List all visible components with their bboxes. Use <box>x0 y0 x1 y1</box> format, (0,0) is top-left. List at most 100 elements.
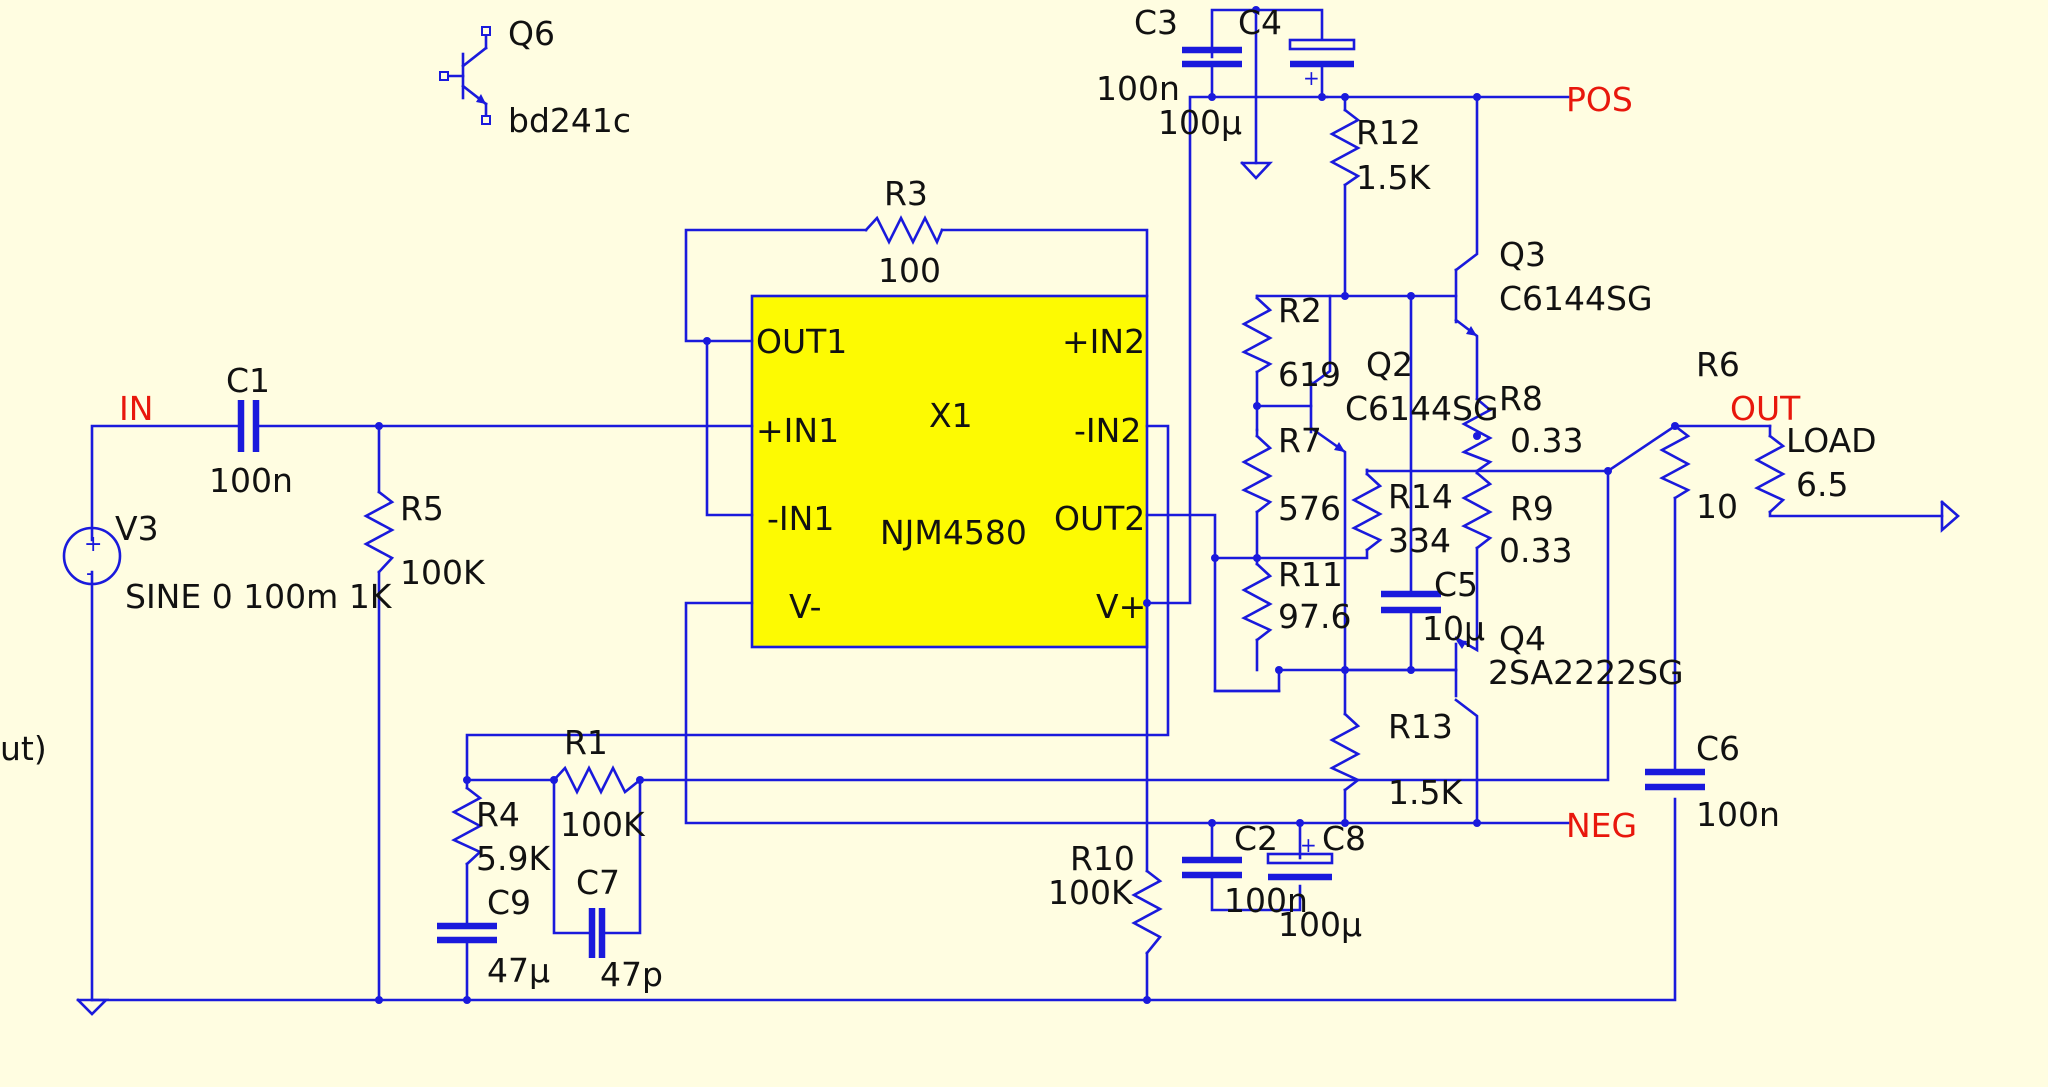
resistor-r2[interactable] <box>1241 296 1273 374</box>
label-c6-value: 100n <box>1696 795 1780 834</box>
ground-symbol-left <box>76 998 110 1016</box>
capacitor-c5[interactable] <box>1381 590 1441 614</box>
label-v3-value: SINE 0 100m 1K <box>125 577 393 616</box>
label-r10-name: R10 <box>1070 839 1135 878</box>
label-r3-name: R3 <box>884 174 928 213</box>
capacitor-c1[interactable] <box>237 400 260 452</box>
wire-load-out <box>1768 510 1944 518</box>
transistors <box>439 26 1477 698</box>
label-r7-name: R7 <box>1278 421 1322 460</box>
resistor-r14[interactable] <box>1351 472 1383 552</box>
voltage-source-v3[interactable]: + - <box>62 526 122 586</box>
label-c4-value: 100µ <box>1158 103 1242 142</box>
capacitor-c4[interactable]: + <box>1288 38 1356 90</box>
label-q2-value: C6144SG <box>1345 389 1499 428</box>
ic-pin-v-pos: V+ <box>1096 587 1146 626</box>
wire-r14-link <box>1365 468 1610 473</box>
net-label-pos: POS <box>1566 80 1633 119</box>
wire-q2-collector <box>1309 294 1332 387</box>
transistor-q4[interactable] <box>1343 640 1467 698</box>
label-r1-value: 100K <box>560 805 646 844</box>
ic-x1-body[interactable] <box>750 294 1149 649</box>
resistor-r5[interactable] <box>363 490 395 574</box>
label-r2-value: 619 <box>1278 355 1341 394</box>
label-c3-name: C3 <box>1134 3 1178 42</box>
capacitor-c8[interactable]: + <box>1266 833 1334 881</box>
resistor-r7[interactable] <box>1241 434 1273 514</box>
resistor-r12[interactable] <box>1329 108 1361 187</box>
ic-pin-minus-in1: -IN1 <box>767 499 834 538</box>
label-r5-name: R5 <box>400 489 444 528</box>
resistor-r13[interactable] <box>1329 712 1361 792</box>
transistor-q6[interactable] <box>439 26 491 125</box>
wire-ground-bus <box>90 797 1677 1002</box>
ic-pin-minus-in2: -IN2 <box>1074 411 1141 450</box>
label-r9-name: R9 <box>1510 489 1554 528</box>
label-q3-name: Q3 <box>1499 235 1546 274</box>
label-r2-name: R2 <box>1278 291 1322 330</box>
label-r13-value: 1.5K <box>1388 773 1463 812</box>
svg-text:+: + <box>1303 66 1320 90</box>
label-r9-value: 0.33 <box>1499 531 1572 570</box>
capacitor-c2[interactable] <box>1182 856 1242 879</box>
label-q3-value: C6144SG <box>1499 279 1653 318</box>
label-load-name: LOAD <box>1786 421 1877 460</box>
capacitor-c3[interactable] <box>1182 46 1242 68</box>
resistor-r3[interactable] <box>864 215 944 246</box>
label-r11-value: 97.6 <box>1278 597 1351 636</box>
wire-out1-to-nin1 <box>705 339 754 517</box>
capacitors: + + <box>237 38 1705 958</box>
label-c2-name: C2 <box>1234 819 1278 858</box>
resistor-load[interactable] <box>1754 434 1786 514</box>
ic-pin-out2: OUT2 <box>1054 499 1145 538</box>
resistor-r8[interactable] <box>1460 397 1493 473</box>
label-c8-name: C8 <box>1322 819 1366 858</box>
resistor-r1[interactable] <box>552 765 642 795</box>
label-r8-value: 0.33 <box>1510 421 1583 460</box>
capacitor-c6[interactable] <box>1645 768 1705 791</box>
ic-pin-v-neg: V- <box>789 587 822 626</box>
capacitor-c9[interactable] <box>437 922 497 944</box>
wire-r3-right <box>940 228 1149 298</box>
label-r11-name: R11 <box>1278 555 1343 594</box>
resistor-r11[interactable] <box>1241 562 1273 642</box>
junctions <box>375 6 1679 1004</box>
label-r4-name: R4 <box>476 795 520 834</box>
transistor-q3[interactable] <box>1454 268 1477 336</box>
label-q4-name: Q4 <box>1499 619 1546 658</box>
wires <box>90 8 1944 1002</box>
output-arrow <box>1940 500 1960 533</box>
label-q6-name: Q6 <box>508 14 555 53</box>
label-r1-name: R1 <box>564 723 608 762</box>
wire-nin2 <box>465 424 1170 782</box>
wire-c3-top <box>1210 8 1324 59</box>
wire-r14-bottom <box>1213 548 1369 560</box>
label-c7-value: 47p <box>600 955 663 994</box>
label-c8-value: 100µ <box>1278 905 1362 944</box>
label-r12-name: R12 <box>1356 113 1421 152</box>
wire-c2-bottom <box>1210 875 1302 912</box>
label-r5-value: 100K <box>400 553 486 592</box>
resistor-r9[interactable] <box>1461 471 1493 550</box>
wire-r11-node <box>1213 668 1458 693</box>
label-c9-name: C9 <box>487 883 531 922</box>
transistor-q2[interactable] <box>1309 380 1345 452</box>
label-c4-name: C4 <box>1238 3 1282 42</box>
label-c5-name: C5 <box>1434 565 1478 604</box>
ground-symbol-top <box>1240 161 1273 180</box>
label-r6-value: 10 <box>1696 487 1738 526</box>
label-r14-name: R14 <box>1388 477 1453 516</box>
wire-v-neg <box>684 601 1570 825</box>
wire-c7-loop <box>552 778 592 935</box>
label-c3-value: 100n <box>1096 69 1180 108</box>
label-c5-value: 10µ <box>1422 609 1485 648</box>
resistor-r6[interactable] <box>1659 424 1691 500</box>
resistor-r4[interactable] <box>451 786 483 866</box>
capacitor-c7[interactable] <box>588 908 606 958</box>
wire-r3-left <box>684 228 868 343</box>
label-r8-name: R8 <box>1499 379 1543 418</box>
resistor-r10[interactable] <box>1131 869 1163 955</box>
component-labels: Q6 bd241c C3 100n C4 100µ R12 1.5K R3 10… <box>0 3 1877 994</box>
